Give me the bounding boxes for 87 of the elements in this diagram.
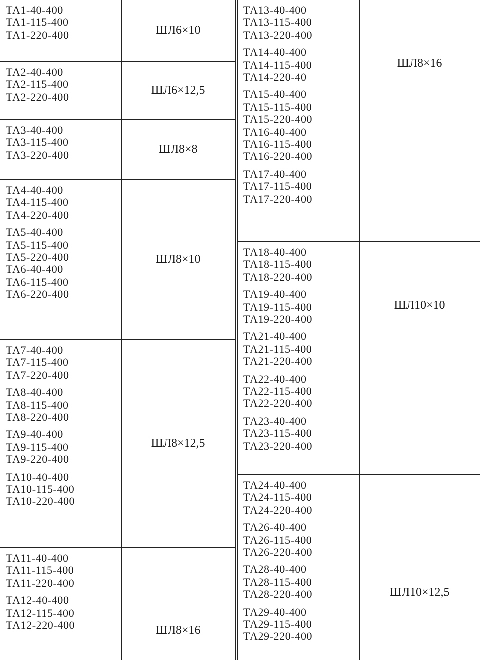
- model-designation: ТА2-220-400: [6, 92, 70, 104]
- model-designation: ТА6-40-400: [6, 264, 64, 277]
- model-designation: ТА17-220-400: [244, 194, 313, 206]
- model-designation: ТА1-40-400: [6, 5, 64, 18]
- model-designation: ТА23-40-400: [244, 416, 307, 428]
- model-designation: ТА19-40-400: [244, 289, 307, 302]
- model-designation: ТА26-115-400: [244, 534, 312, 548]
- core-type: ШЛ8×8: [158, 142, 198, 157]
- model-designation: ТА23-220-400: [244, 440, 313, 454]
- model-designation: ТА4-220-400: [6, 210, 70, 222]
- model-designation: ТА9-115-400: [6, 442, 69, 454]
- model-designation: ТА21-115-400: [244, 344, 312, 356]
- model-designation: ТА10-220-400: [6, 496, 76, 509]
- core-type: ШЛ8×16: [156, 623, 201, 638]
- model-designation: ТА29-220-400: [244, 631, 313, 644]
- model-designation: ТА13-220-400: [244, 30, 313, 42]
- model-designation: ТА15-40-400: [244, 89, 307, 102]
- model-designation: ТА5-220-400: [6, 252, 70, 264]
- model-designation: ТА6-220-400: [6, 289, 70, 302]
- model-designation: ТА26-40-400: [244, 522, 307, 535]
- model-designation: ТА22-115-400: [244, 386, 312, 398]
- model-designation: ТА24-115-400: [244, 492, 312, 505]
- model-designation: ТА3-115-400: [6, 137, 69, 150]
- core-type: ШЛ6×10: [156, 23, 201, 38]
- core-type: ШЛ8×12,5: [151, 436, 206, 451]
- model-designation: ТА4-40-400: [6, 185, 64, 198]
- model-designation: ТА10-115-400: [6, 484, 75, 496]
- model-designation: ТА13-115-400: [244, 17, 312, 30]
- model-designation: ТА17-40-400: [244, 168, 307, 182]
- model-designation: ТА18-115-400: [244, 259, 312, 272]
- model-designation: ТА16-40-400: [244, 126, 307, 140]
- model-designation: ТА5-40-400: [6, 227, 64, 240]
- model-designation: ТА6-115-400: [6, 276, 69, 290]
- model-designation: ТА18-220-400: [244, 272, 313, 284]
- model-designation: ТА14-40-400: [244, 47, 307, 60]
- core-type: ШЛ8×16: [397, 56, 442, 71]
- model-designation: ТА14-115-400: [244, 60, 312, 72]
- model-designation: ТА8-115-400: [6, 400, 69, 412]
- model-designation: ТА28-40-400: [244, 564, 307, 577]
- model-designation: ТА7-220-400: [6, 370, 70, 382]
- model-designation: ТА1-220-400: [6, 30, 70, 42]
- core-type: ШЛ8×10: [156, 252, 201, 267]
- model-designation: ТА29-115-400: [244, 619, 312, 632]
- model-designation: ТА29-40-400: [244, 606, 307, 620]
- model-designation: ТА10-40-400: [6, 472, 70, 484]
- model-designation: ТА24-220-400: [244, 504, 313, 518]
- model-designation: ТА28-220-400: [244, 589, 313, 602]
- model-designation: ТА12-40-400: [6, 595, 70, 608]
- model-designation: ТА11-40-400: [6, 553, 69, 566]
- model-designation: ТА22-40-400: [244, 374, 307, 386]
- model-designation: ТА5-115-400: [6, 240, 69, 252]
- model-designation: ТА7-115-400: [6, 357, 69, 370]
- model-designation: ТА7-40-400: [6, 345, 64, 358]
- model-designation: ТА12-115-400: [6, 608, 75, 620]
- model-designation: ТА16-220-400: [244, 151, 313, 164]
- model-designation: ТА26-220-400: [244, 547, 313, 560]
- model-designation: ТА12-220-400: [6, 620, 76, 632]
- model-designation: ТА4-115-400: [6, 197, 69, 210]
- model-designation: ТА11-115-400: [6, 565, 74, 578]
- model-designation: ТА2-115-400: [6, 79, 69, 92]
- model-designation: ТА11-220-400: [6, 578, 75, 590]
- core-type: ШЛ10×12,5: [390, 585, 450, 600]
- model-designation: ТА3-40-400: [6, 125, 64, 138]
- model-designation: ТА23-115-400: [244, 428, 312, 441]
- core-type: ШЛ10×10: [394, 298, 446, 313]
- model-designation: ТА15-115-400: [244, 102, 312, 114]
- model-designation: ТА24-40-400: [244, 480, 307, 492]
- model-designation: ТА21-220-400: [244, 356, 313, 369]
- model-designation: ТА9-220-400: [6, 454, 70, 467]
- model-designation: ТА8-40-400: [6, 387, 64, 400]
- model-designation: ТА19-115-400: [244, 302, 312, 314]
- model-designation: ТА8-220-400: [6, 412, 70, 424]
- model-designation: ТА13-40-400: [244, 5, 307, 18]
- model-designation: ТА21-40-400: [244, 331, 307, 344]
- model-designation: ТА17-115-400: [244, 181, 312, 194]
- core-type: ШЛ6×12,5: [151, 83, 206, 98]
- model-designation: ТА3-220-400: [6, 150, 70, 162]
- model-designation: ТА15-220-400: [244, 114, 313, 127]
- model-designation: ТА2-40-400: [6, 67, 64, 80]
- model-designation: ТА19-220-400: [244, 314, 313, 326]
- model-designation: ТА18-40-400: [244, 247, 307, 260]
- model-designation: ТА9-40-400: [6, 429, 64, 442]
- model-designation: ТА28-115-400: [244, 576, 312, 590]
- model-designation: ТА14-220-40: [244, 72, 307, 84]
- model-designation: ТА1-115-400: [6, 17, 69, 30]
- model-designation: ТА22-220-400: [244, 398, 313, 411]
- model-designation: ТА16-115-400: [244, 139, 312, 152]
